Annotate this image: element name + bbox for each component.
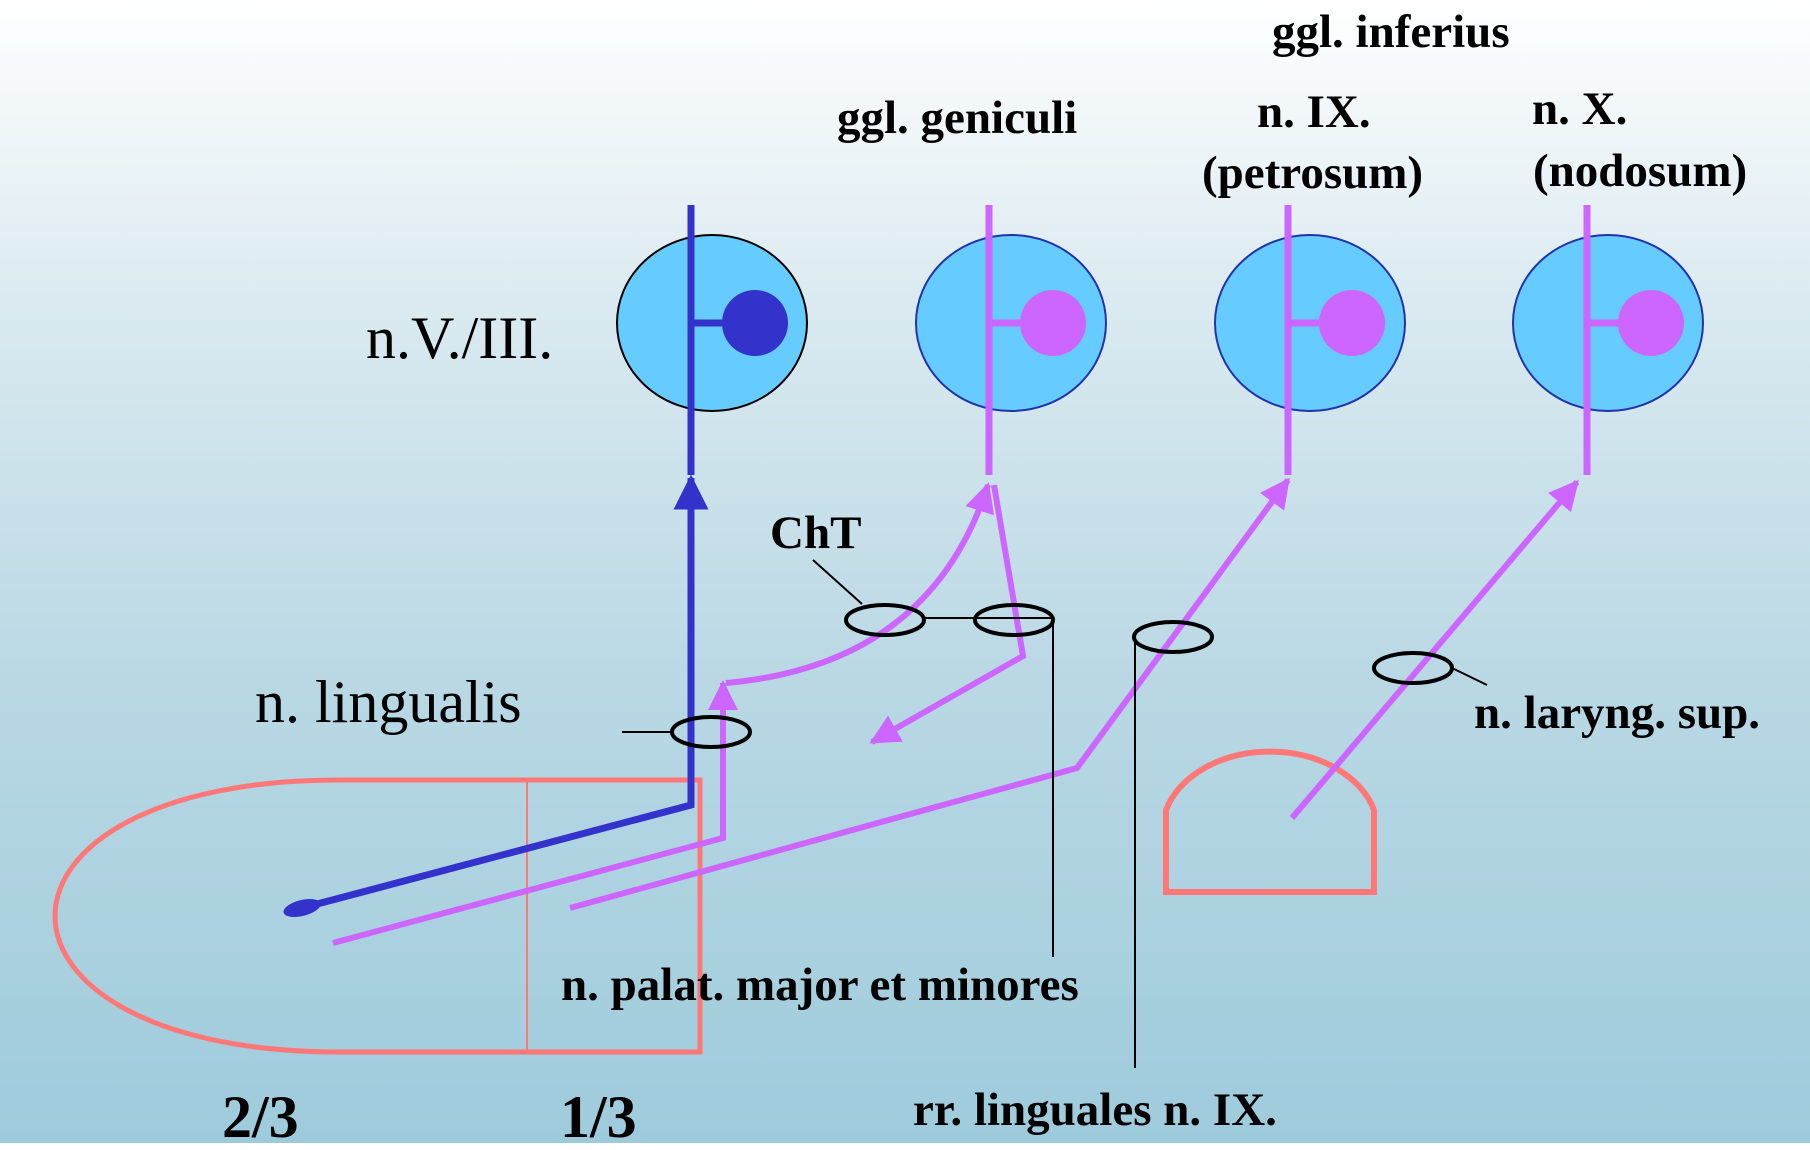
- ganglion-trigeminal: [616, 205, 808, 475]
- laryngeal-nerve-path: [1289, 479, 1580, 820]
- ganglion-nodosum: [1512, 205, 1704, 475]
- label-rr-linguales: rr. linguales n. IX.: [913, 1084, 1277, 1136]
- palatine-nerve-path: [869, 484, 1027, 745]
- ganglion-petrosum: [1214, 205, 1406, 475]
- label-ggl-inferius: ggl. inferius: [1272, 6, 1510, 58]
- chorda-tympani-arc: [725, 482, 994, 686]
- tongue-outline: [52, 777, 703, 1055]
- label-ggl-geniculi: ggl. geniculi: [837, 92, 1078, 144]
- label-cht: ChT: [770, 507, 862, 559]
- label-two-thirds: 2/3: [222, 1084, 299, 1150]
- larynx-outline: [1163, 748, 1377, 895]
- chorda-tympani-path: [332, 680, 738, 946]
- leader-lines: [622, 559, 1488, 1068]
- label-petrosum: (petrosum): [1202, 147, 1424, 199]
- nerve-markers: [670, 603, 1454, 749]
- label-nV-III: n.V./III.: [366, 305, 554, 371]
- lingual-nerve-path: [283, 474, 709, 918]
- ganglion-geniculi: [915, 205, 1107, 475]
- label-n-x: n. X.: [1532, 83, 1628, 135]
- label-n-lingualis: n. lingualis: [255, 669, 522, 735]
- label-n-laryng-sup: n. laryng. sup.: [1474, 687, 1761, 739]
- label-one-third: 1/3: [560, 1084, 637, 1150]
- label-n-palat: n. palat. major et minores: [561, 959, 1079, 1011]
- label-nodosum: (nodosum): [1533, 145, 1748, 197]
- label-n-ix: n. IX.: [1257, 86, 1371, 138]
- glossopharyngeal-path: [569, 477, 1291, 911]
